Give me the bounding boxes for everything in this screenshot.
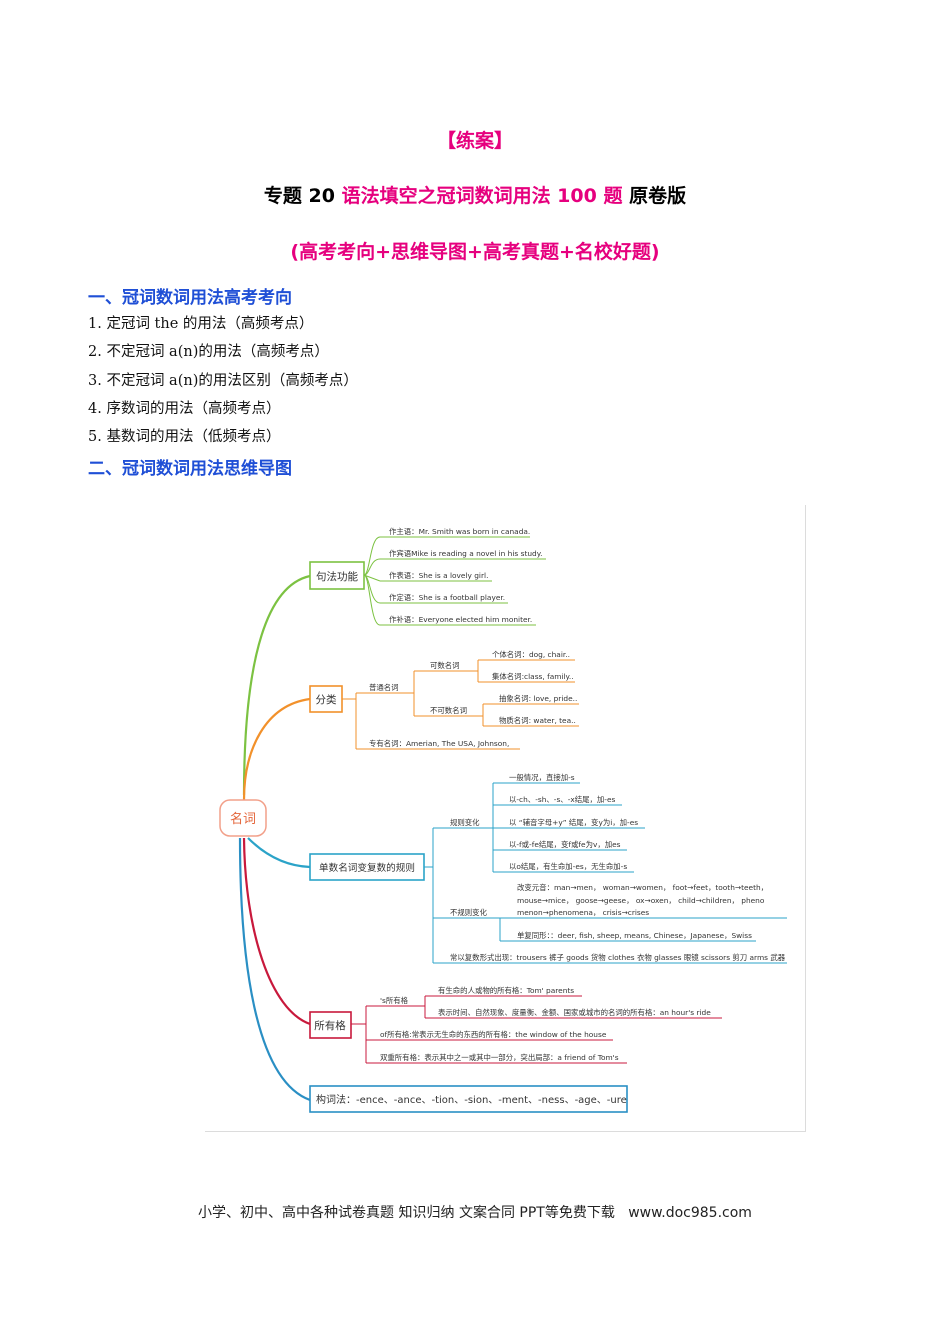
title-prefix: 专题 20 [263,185,342,207]
plural-regular-item: 以-f或-fe结尾，变f或fe为v，加es [509,840,621,849]
list-item: 1. 定冠词 the 的用法（高频考点） [88,316,314,332]
plural-regular-item: 以 “辅音字母+y” 结尾，变y为i，加-es [509,818,638,827]
syntax-item: 作定语：She is a football player. [389,593,505,602]
doc-subtitle: (高考考向+思维导图+高考真题+名校好题) [290,241,660,263]
plural-vowel-line: menon→phenomena， crisis→crises [517,908,649,917]
syntax-item: 作宾语Mike is reading a novel in his study. [389,549,542,558]
possessive-s-item: 表示时间、自然现象、度量衡、金额、国家或城市的名词的所有格：an hour's … [438,1008,711,1017]
page-footer: 小学、初中、高中各种试卷真题 知识归纳 文案合同 PPT等免费下载 www.do… [0,1202,950,1222]
mindmap-frame [205,505,806,1132]
footer-text: 小学、初中、高中各种试卷真题 知识归纳 文案合同 PPT等免费下载 [198,1205,615,1221]
category-material: 物质名词: water, tea.. [499,716,576,725]
possessive-double: 双重所有格：表示其中之一或其中一部分，突出局部：a friend of Tom'… [380,1053,619,1062]
list-item: 5. 基数词的用法（低频考点） [88,429,281,445]
category-individual: 个体名词：dog, chair.. [492,650,570,659]
possessive-of: of所有格:常表示无生命的东西的所有格：the window of the ho… [380,1030,607,1039]
category-collective: 集体名词:class, family.. [492,672,574,681]
node-word-formation-label: 构词法：-ence、-ance、-tion、-sion、-ment、-ness、… [316,1093,627,1106]
node-syntax-label: 句法功能 [316,570,358,583]
category-countable: 可数名词 [430,661,460,670]
syntax-item: 作补语：Everyone elected him moniter. [389,615,532,624]
list-item: 2. 不定冠词 a(n)的用法（高频考点） [88,344,329,360]
node-category [309,685,343,713]
plural-always-plural: 常以复数形式出现：trousers 裤子 goods 货物 clothes 衣物… [450,953,786,962]
node-category-label: 分类 [316,693,337,706]
plural-vowel-line: 改变元音：man→men， woman→women， foot→feet，too… [517,883,768,892]
node-possessive [309,1011,352,1039]
root-label: 名词 [230,811,256,827]
plural-regular: 规则变化 [450,818,480,827]
section1-heading: 一、冠词数词用法高考考向 [88,288,292,308]
plural-vowel-line: mouse→mice， goose→geese， ox→oxen， child→… [517,896,765,905]
plural-same-form: 单复同形：：deer, fish, sheep, means, Chinese，… [517,931,752,940]
root-node [219,799,267,837]
category-uncountable: 不可数名词 [430,706,467,715]
node-word-formation [309,1085,628,1113]
doc-tag: 【练案】 [436,130,513,152]
list-item: 3. 不定冠词 a(n)的用法区别（高频考点） [88,373,358,389]
title-highlight: 语法填空之冠词数词用法 100 题 [341,185,623,207]
title-suffix: 原卷版 [622,185,687,207]
possessive-s-item: 有生命的人或物的所有格：Tom' parents [438,986,574,995]
node-possessive-label: 所有格 [314,1019,346,1032]
possessive-s: 's所有格 [380,996,409,1005]
list-item: 4. 序数词的用法（高频考点） [88,401,281,417]
node-plural [309,853,425,881]
syntax-item: 作主语：Mr. Smith was born in canada. [389,527,530,536]
category-proper: 专有名词：Amerian, The USA, Johnson, [369,739,509,748]
syntax-item: 作表语：She is a lovely girl. [389,571,488,580]
footer-url[interactable]: www.doc985.com [628,1205,752,1221]
plural-regular-item: 一般情况，直接加-s [509,773,575,782]
category-abstract: 抽象名词: love, pride.. [499,694,577,703]
plural-regular-item: 以-ch、-sh、-s、-x结尾，加-es [509,795,616,804]
section2-heading: 二、冠词数词用法思维导图 [88,459,292,479]
node-syntax [309,561,365,590]
node-plural-label: 单数名词变复数的规则 [319,862,415,874]
doc-title: 专题 20 语法填空之冠词数词用法 100 题 原卷版 [0,181,950,208]
plural-regular-item: 以o结尾，有生命加-es，无生命加-s [509,862,627,871]
category-common: 普通名词 [369,683,399,692]
plural-irregular: 不规则变化 [450,908,488,917]
